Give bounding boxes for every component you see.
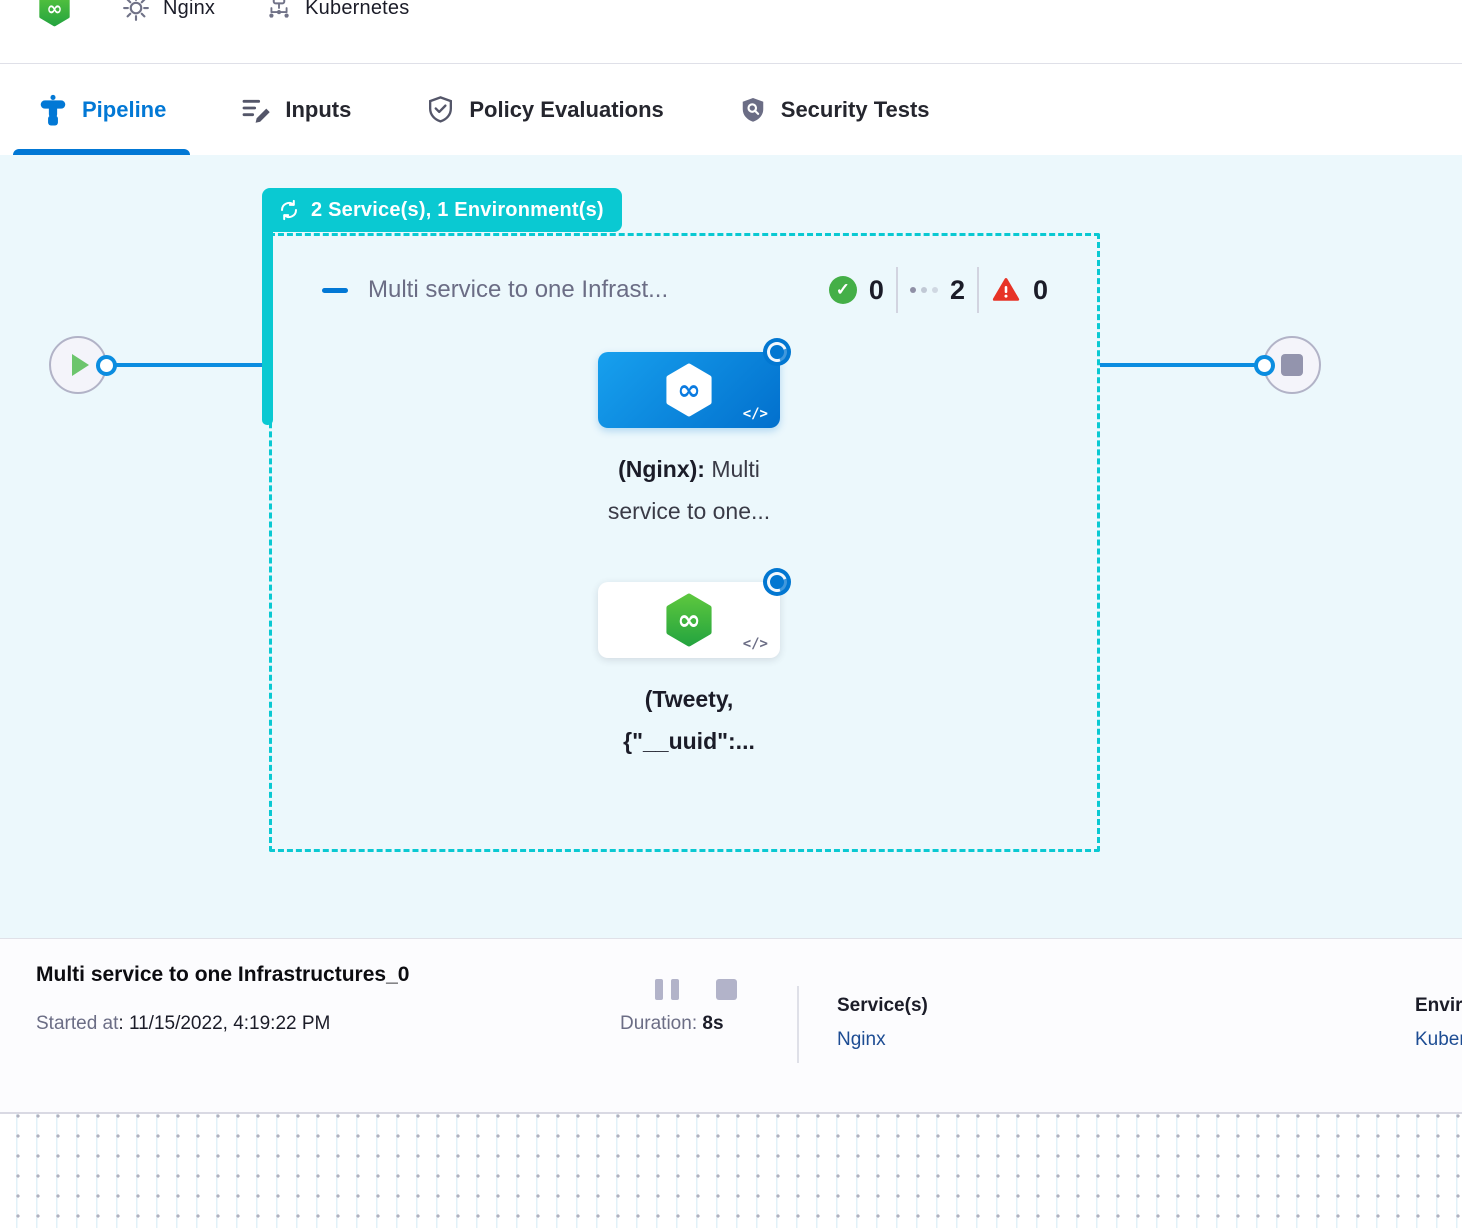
running-spinner-icon xyxy=(763,568,791,596)
edge-end xyxy=(1100,363,1258,367)
tab-bar: Pipeline Inputs Policy Evaluations Secur xyxy=(0,63,1462,155)
template-code-icon: </> xyxy=(742,636,768,652)
pipeline-icon xyxy=(40,94,66,125)
node-label-line2: service to one... xyxy=(607,498,771,524)
stage-group-boundary xyxy=(269,233,1100,852)
breadcrumb-item-service[interactable]: Nginx xyxy=(121,0,215,23)
node-label-line1: (Tweety, xyxy=(644,686,734,712)
pause-icon xyxy=(655,979,663,1000)
breadcrumb-bar: ∞ Nginx Kubernetes xyxy=(0,0,1462,63)
tab-inputs-label: Inputs xyxy=(285,96,352,122)
breadcrumb-environment-label: Kubernetes xyxy=(305,0,410,19)
duration-value: 8s xyxy=(702,1013,724,1034)
tab-pipeline-label: Pipeline xyxy=(82,96,167,122)
running-icon xyxy=(909,287,938,293)
play-icon xyxy=(72,354,89,376)
console-grid-area xyxy=(0,1112,1462,1228)
breadcrumb-item-environment[interactable]: Kubernetes xyxy=(265,0,409,23)
infinity-glyph: ∞ xyxy=(47,0,63,19)
stage-node-nginx-label: (Nginx): Multi service to one... xyxy=(539,448,839,532)
abort-icon xyxy=(716,979,737,1000)
running-spinner-icon xyxy=(763,338,791,366)
harness-service-icon: ∞ xyxy=(666,593,712,647)
started-at-label: Started at xyxy=(36,1013,119,1034)
breadcrumb-service-label: Nginx xyxy=(163,0,216,19)
active-tab-indicator xyxy=(13,149,191,155)
loop-icon xyxy=(280,199,298,221)
stage-node-tweety-label: (Tweety, {"__uuid":... xyxy=(539,678,839,762)
node-label-rest: Multi xyxy=(704,456,760,482)
stage-title: Multi service to one Infrast... xyxy=(368,276,669,303)
pause-button[interactable] xyxy=(655,979,679,1000)
stage-header: Multi service to one Infrast... ✓ 0 2 0 xyxy=(322,266,1048,314)
template-code-icon: </> xyxy=(742,406,768,422)
services-summary: Service(s) Nginx xyxy=(837,995,928,1051)
execution-title: Multi service to one Infrastructures_0 xyxy=(36,963,410,986)
abort-button[interactable] xyxy=(716,979,737,1000)
stop-icon xyxy=(1281,354,1303,376)
environments-label: Environment(s) xyxy=(1415,995,1462,1016)
group-badge[interactable]: 2 Service(s), 1 Environment(s) xyxy=(262,188,622,232)
services-label: Service(s) xyxy=(837,995,928,1016)
duration-label: Duration: xyxy=(620,1013,703,1034)
pause-icon xyxy=(671,979,679,1000)
warning-icon xyxy=(992,278,1020,301)
stage-node-nginx[interactable]: ∞ </> xyxy=(598,352,780,428)
stage-node-tweety[interactable]: ∞ </> xyxy=(598,582,780,658)
infrastructure-icon xyxy=(269,0,289,18)
inputs-icon xyxy=(242,99,271,123)
running-count: 2 xyxy=(949,274,965,305)
stage-status-counts: ✓ 0 2 0 xyxy=(828,267,1048,313)
tab-security-tests-label: Security Tests xyxy=(780,96,930,122)
breadcrumb: ∞ Nginx Kubernetes xyxy=(38,0,459,30)
services-link[interactable]: Nginx xyxy=(837,1029,886,1050)
count-divider xyxy=(895,267,898,313)
pipeline-canvas: 2 Service(s), 1 Environment(s) Multi ser… xyxy=(0,155,1462,938)
group-badge-label: 2 Service(s), 1 Environment(s) xyxy=(311,198,604,221)
node-label-bold: (Nginx): xyxy=(618,456,705,482)
end-node-port xyxy=(1254,354,1275,376)
success-icon: ✓ xyxy=(828,276,857,304)
collapse-icon[interactable] xyxy=(322,287,348,293)
started-at-value: : 11/15/2022, 4:19:22 PM xyxy=(118,1013,331,1034)
environments-link[interactable]: Kubernetes xyxy=(1415,1029,1462,1050)
success-count: 0 xyxy=(868,274,884,305)
failed-count: 0 xyxy=(1032,274,1048,305)
edge-start xyxy=(110,363,266,367)
group-left-bar xyxy=(262,208,273,425)
tab-pipeline[interactable]: Pipeline xyxy=(13,64,191,155)
duration: Duration: 8s xyxy=(620,1013,724,1035)
breadcrumb-item-pipeline-logo[interactable]: ∞ xyxy=(38,0,71,27)
gear-icon xyxy=(123,0,149,21)
infinity-glyph: ∞ xyxy=(677,373,701,406)
started-at: Started at: 11/15/2022, 4:19:22 PM xyxy=(36,1013,330,1035)
infinity-glyph: ∞ xyxy=(677,603,701,636)
shield-scan-icon xyxy=(742,97,764,122)
tab-security-tests[interactable]: Security Tests xyxy=(714,64,954,155)
execution-footer: Multi service to one Infrastructures_0 S… xyxy=(0,938,1462,1112)
node-label-line2: {"__uuid":... xyxy=(623,728,755,754)
harness-logo-icon: ∞ xyxy=(39,0,70,26)
tab-policy-evaluations[interactable]: Policy Evaluations xyxy=(401,64,687,155)
count-divider xyxy=(976,267,979,313)
tab-policy-evaluations-label: Policy Evaluations xyxy=(469,96,664,122)
start-node-port xyxy=(96,354,117,376)
harness-service-icon: ∞ xyxy=(666,363,712,417)
shield-check-icon xyxy=(429,96,453,123)
footer-divider xyxy=(797,986,799,1063)
environments-summary: Environment(s) Kubernetes xyxy=(1415,995,1462,1051)
tab-inputs[interactable]: Inputs xyxy=(216,64,375,155)
